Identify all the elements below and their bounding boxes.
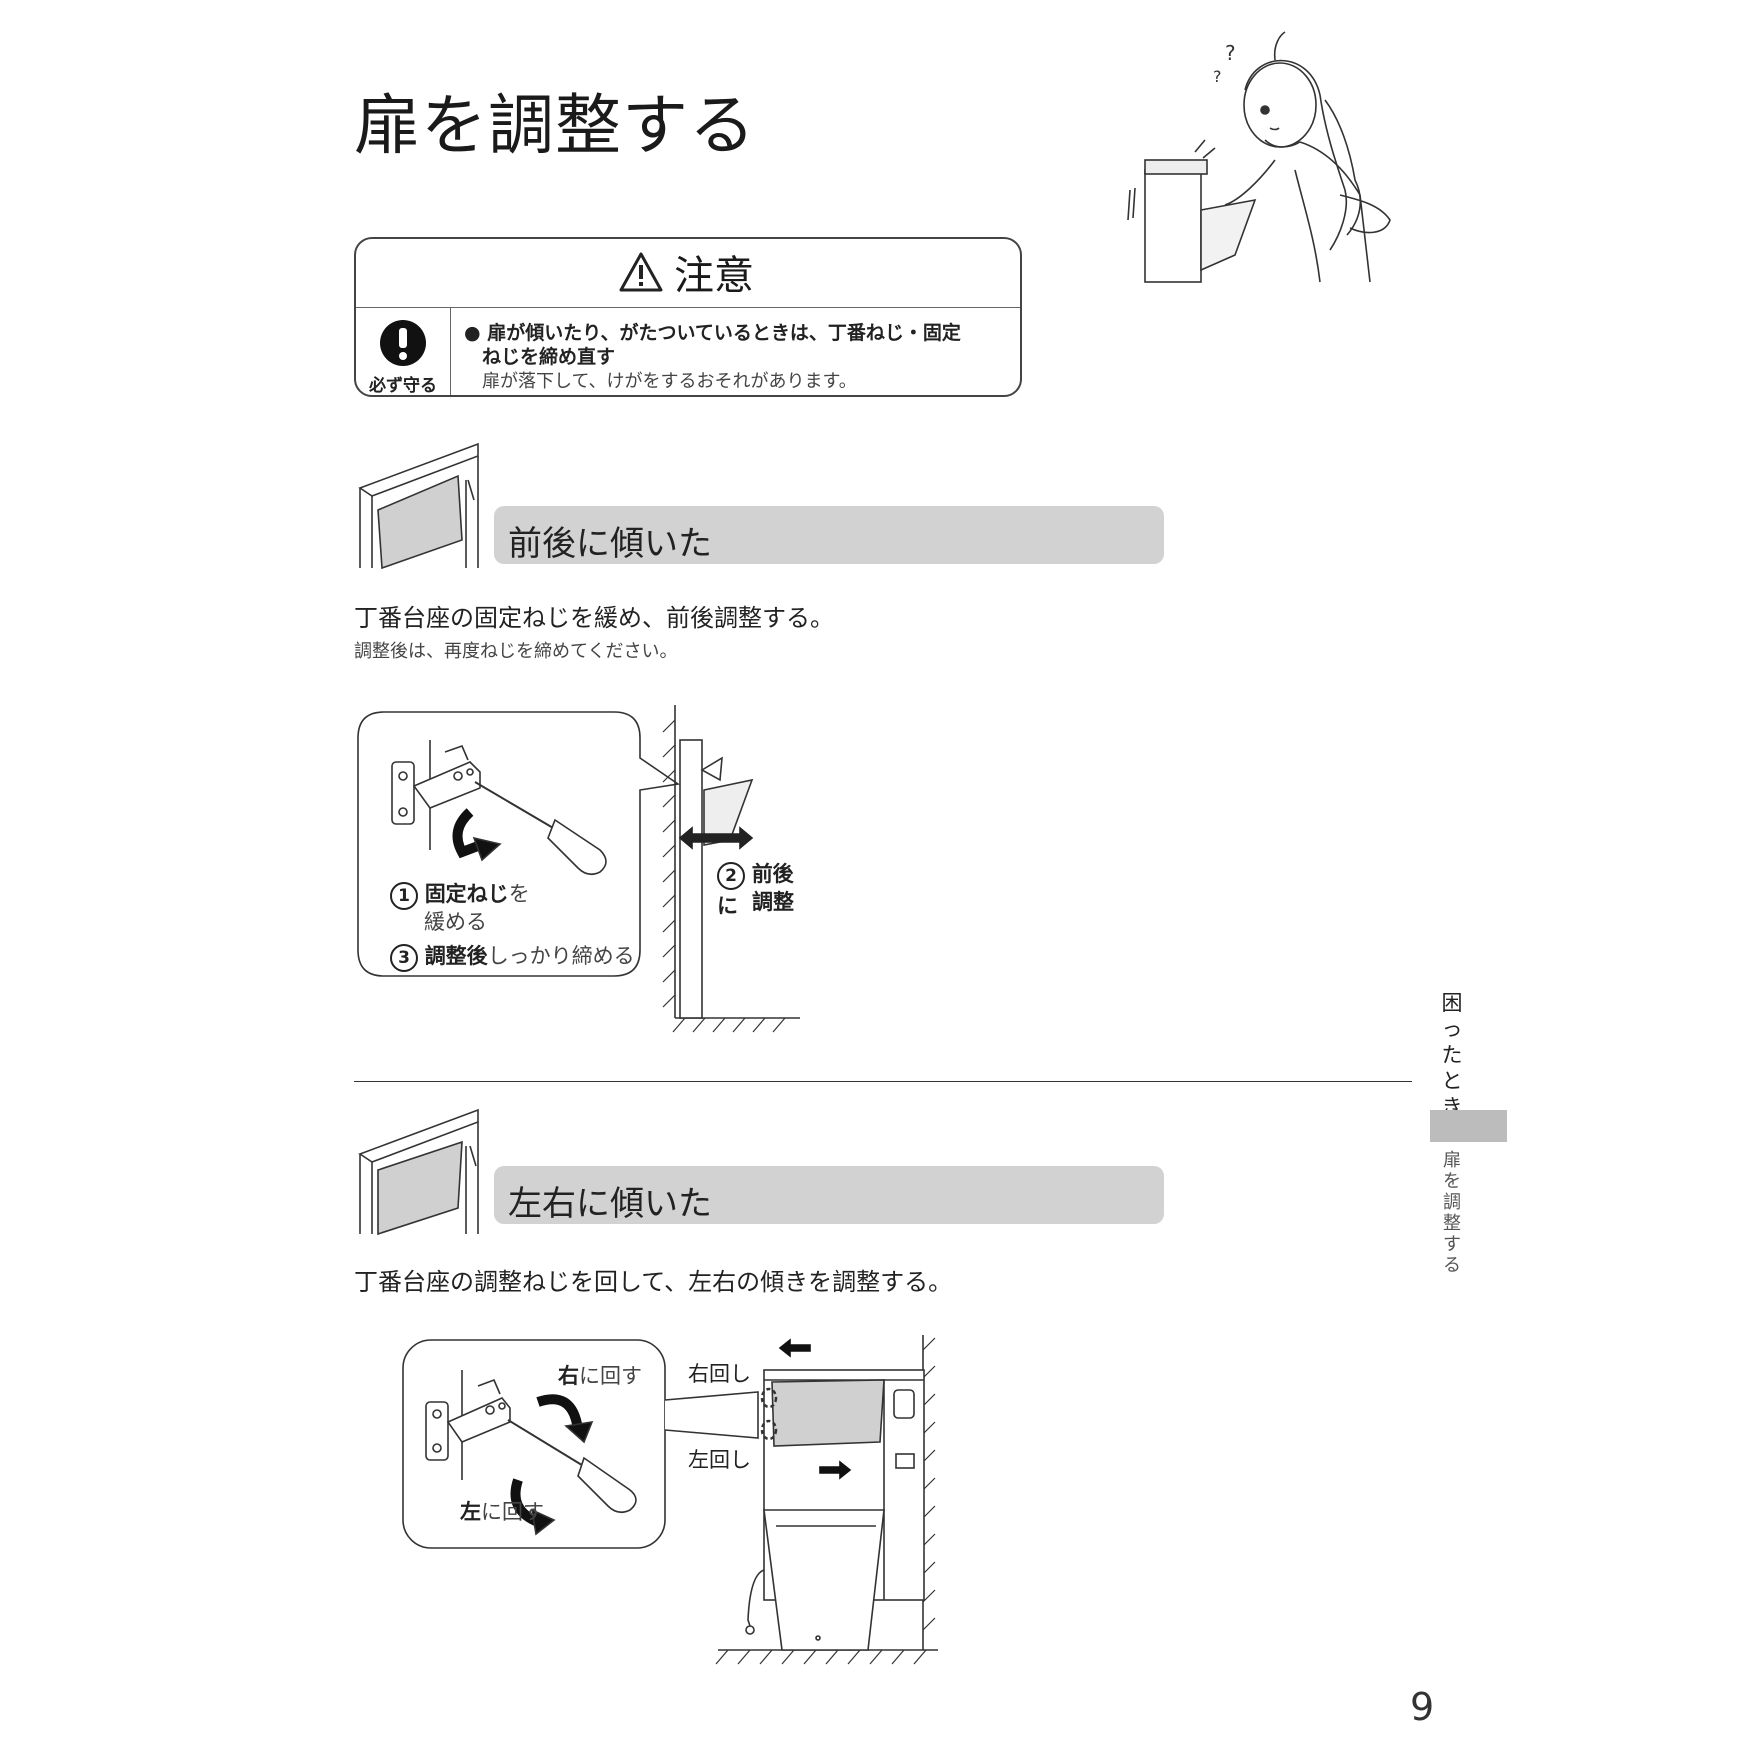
page-number: 9 <box>1410 1685 1435 1729</box>
step1-line2: 緩める <box>424 910 487 934</box>
caution-header: 注意 <box>356 239 1020 308</box>
section-heading-forward-backward: 前後に傾いた <box>494 506 1164 564</box>
section2-heading: 左右に傾いた <box>508 1184 712 1224</box>
step3-rest: しっかり締める <box>487 944 635 968</box>
caution-heading: 注意 <box>674 253 754 299</box>
warning-triangle-icon <box>619 252 663 292</box>
woman-illustration: ? ? <box>1127 31 1391 283</box>
caution-box: 注意 必ず守る ● 扉が傾いたり、がたついているときは、丁番ねじ・固定ねじを締め… <box>354 237 1022 397</box>
side-tab-topic: 扉を調整する <box>1443 1150 1461 1276</box>
step2-line2: 調整 <box>752 890 794 914</box>
step1-bold: 固定ねじ <box>424 882 509 906</box>
step1-label: 1 固定ねじを <box>390 878 530 910</box>
caution-note: 扉が落下して、けがをするおそれがあります。 <box>482 371 857 392</box>
step2-line2-wrap: 調整 <box>752 886 794 916</box>
caution-body: ● 扉が傾いたり、がたついているときは、丁番ねじ・固定ねじを締め直す 扉が落下し… <box>464 321 1014 395</box>
right-rest: に回す <box>579 1364 642 1388</box>
left-rest: に回す <box>481 1500 544 1524</box>
step3-bold: 調整後 <box>424 944 488 968</box>
page-title: 扉を調整する <box>354 87 756 164</box>
side-tab-chapter: 困ったとき <box>1441 991 1463 1119</box>
section1-instruction: 丁番台座の固定ねじを緩め、前後調整する。 <box>354 604 834 632</box>
diagram-forward-backward: 1 固定ねじを 緩める 3 調整後しっかり締める 2 前後に 調整 <box>350 700 810 1040</box>
caution-bullet: ● 扉が傾いたり、がたついているときは、丁番ねじ・固定ねじを締め直す <box>464 322 961 368</box>
caution-bullet-line2: ねじを締め直す <box>482 346 616 368</box>
section1-note: 調整後は、再度ねじを締めてください。 <box>354 641 678 662</box>
cabinet-door-icon-sideways <box>358 1108 479 1236</box>
hinge-diagram-2 <box>402 1335 938 1665</box>
section-heading-left-right: 左右に傾いた <box>494 1166 1164 1224</box>
step1-rest: を <box>508 882 530 906</box>
left-bold: 左 <box>460 1500 481 1524</box>
left-turn-label: 左に回す <box>460 1496 544 1526</box>
caution-bullet-line1: 扉が傾いたり、がたついているときは、丁番ねじ・固定 <box>487 322 961 344</box>
must-follow-column: 必ず守る <box>356 307 451 395</box>
side-tab-band <box>1430 1110 1507 1142</box>
section-divider <box>354 1081 1412 1082</box>
right-bold: 右 <box>558 1364 579 1388</box>
step1-number: 1 <box>390 882 418 910</box>
step3-label: 3 調整後しっかり締める <box>390 940 635 972</box>
step3-number: 3 <box>390 944 418 972</box>
step2-number: 2 <box>717 862 745 890</box>
right-rotation-label: 右回し <box>688 1362 751 1386</box>
section2-instruction: 丁番台座の調整ねじを回して、左右の傾きを調整する。 <box>354 1268 953 1296</box>
left-rotation-label: 左回し <box>688 1448 751 1472</box>
right-turn-label: 右に回す <box>558 1360 642 1390</box>
section1-heading: 前後に傾いた <box>508 524 712 564</box>
must-follow-label: 必ず守る <box>369 376 437 396</box>
svg-text:?: ? <box>1225 41 1236 65</box>
step2-line1: 前後に <box>717 862 794 918</box>
exclamation-circle-icon <box>380 320 426 366</box>
step2-label: 2 前後に <box>717 858 810 920</box>
diagram-left-right: 右に回す 左に回す 右回し 左回し <box>398 1330 958 1680</box>
cabinet-door-icon-forward <box>358 442 479 570</box>
svg-text:?: ? <box>1213 67 1222 86</box>
hinge-diagram-1 <box>357 705 800 1033</box>
